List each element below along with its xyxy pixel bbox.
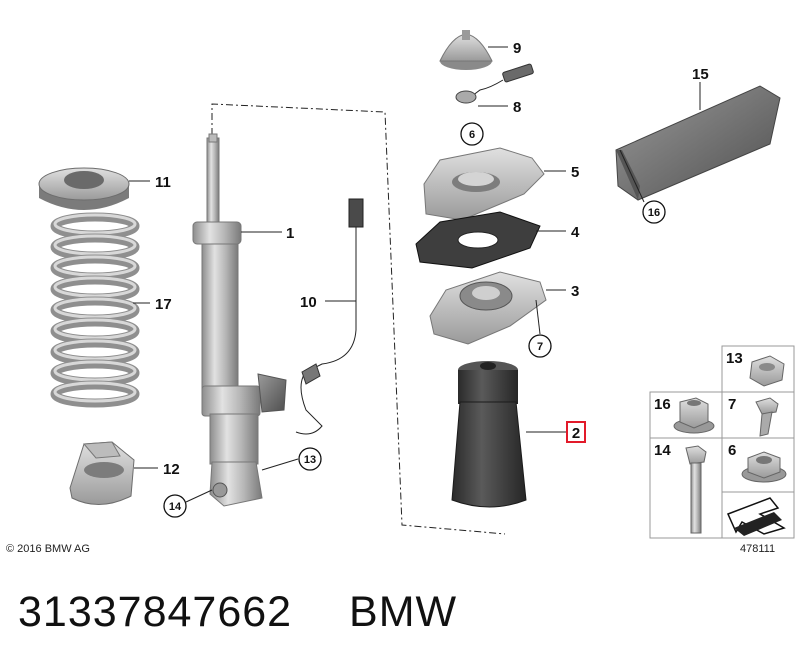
- part-footer: 31337847662 BMW: [18, 588, 778, 648]
- support-bearing: [429, 271, 547, 345]
- circled-callout-13: 13: [304, 454, 316, 466]
- spring-coil-highlight: [53, 213, 137, 235]
- circled-callout-16: 16: [648, 207, 660, 219]
- circled-callout-7: 7: [537, 341, 543, 353]
- spring-coil-highlight: [53, 234, 137, 256]
- callout-8: 8: [513, 99, 521, 116]
- sensor-cable: [295, 198, 364, 435]
- spring-coil-highlight: [53, 297, 137, 319]
- spring-pad-bottom: [69, 441, 135, 505]
- callout-15: 15: [692, 66, 709, 83]
- gasket: [415, 211, 541, 269]
- grid-label-6: 6: [728, 442, 736, 459]
- shock-absorber: [192, 133, 287, 507]
- collar-nut: [673, 397, 715, 434]
- circled-callout-6: 6: [469, 129, 475, 141]
- coil-spring: [50, 212, 140, 408]
- protective-cap: [439, 30, 493, 70]
- flange-nut: [741, 451, 787, 483]
- direction-arrow-icon: [726, 497, 786, 536]
- copyright: © 2016 BMW AG: [6, 543, 90, 555]
- callout-10: 10: [300, 294, 317, 311]
- spring-coil-highlight: [53, 318, 137, 340]
- hardware-grid: [649, 345, 795, 539]
- circled-callout-14: 14: [169, 501, 182, 513]
- assembly-line: [211, 103, 506, 535]
- callout-17: 17: [155, 296, 172, 313]
- callout-4: 4: [571, 224, 580, 241]
- short-bolt: [755, 397, 779, 437]
- long-bolt: [685, 445, 707, 534]
- brand-name: BMW: [349, 588, 458, 636]
- diagram-id: 478111: [740, 543, 775, 555]
- spring-coil-highlight: [53, 255, 137, 277]
- bump-stop: [451, 361, 527, 508]
- callout-9: 9: [513, 40, 521, 57]
- spring-coil-highlight: [53, 360, 137, 382]
- hex-nut: [749, 355, 785, 387]
- cover-panel: [615, 85, 781, 201]
- callout-12: 12: [163, 461, 180, 478]
- callout-2: 2: [572, 425, 580, 442]
- callout-3: 3: [571, 283, 579, 300]
- part-number: 31337847662: [18, 588, 293, 636]
- spring-coil-highlight: [53, 339, 137, 361]
- callout-11: 11: [155, 174, 171, 191]
- wear-sensor: [455, 63, 534, 104]
- top-mount-plate: [423, 147, 545, 221]
- grid-label-16: 16: [654, 396, 671, 413]
- grid-label-7: 7: [728, 396, 736, 413]
- callout-1: 1: [286, 225, 294, 242]
- grid-label-13: 13: [726, 350, 743, 367]
- spring-coil-highlight: [53, 276, 137, 298]
- spring-pad-top: [38, 167, 130, 210]
- grid-label-14: 14: [654, 442, 671, 459]
- spring-coil-highlight: [53, 381, 137, 403]
- callout-5: 5: [571, 164, 579, 181]
- highlight-box: [566, 421, 586, 443]
